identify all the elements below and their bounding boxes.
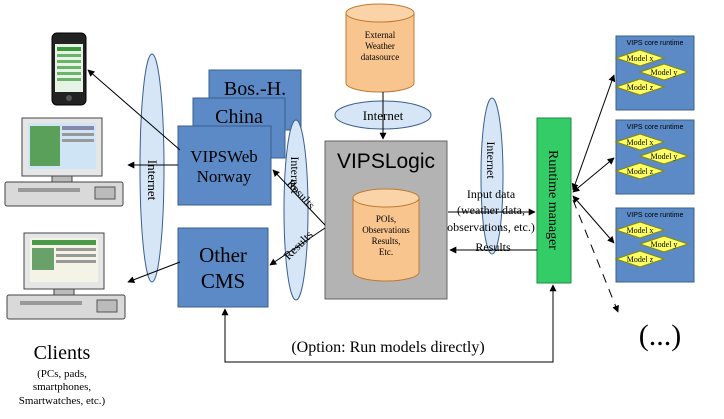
connector-lines: [87, 69, 619, 363]
vipslogic-database-cylinder: [352, 188, 420, 282]
smartphone-icon: [51, 32, 87, 106]
weather-label-line2: Weather: [365, 41, 395, 51]
model-diamond-3-3: [614, 250, 666, 268]
weather-label-line1: External: [365, 30, 396, 40]
vipslogic-db-line3: Results,: [372, 236, 401, 246]
model-label-3-3: Model z: [627, 255, 654, 264]
model-diamond-2-2: [638, 147, 690, 165]
model-label-3-2: Model y: [651, 240, 678, 249]
cms-label-other-line1: Other: [199, 243, 247, 267]
model-diamond-3-1: [614, 221, 666, 239]
vipslogic-title: VIPSLogic: [337, 150, 435, 173]
results-label-right: Results: [475, 240, 511, 254]
desktop-computer-icon-1: [4, 117, 124, 207]
cms-label-china: China: [215, 106, 263, 128]
model-label-2-2: Model y: [651, 152, 678, 161]
internet-cloud-left: [139, 53, 165, 283]
core-runtime-title-1: VIPS core runtime: [627, 40, 684, 47]
model-diamond-2-1: [614, 133, 666, 151]
model-diamond-1-2: [638, 63, 690, 81]
cms-label-bos-h: Bos.-H.: [224, 78, 286, 100]
vipslogic-db-line1: POIs,: [376, 214, 396, 224]
core-runtime-title-2: VIPS core runtime: [627, 124, 684, 131]
clients-subtitle-line-2: smartphones,: [33, 381, 92, 393]
model-label-3-1: Model x: [627, 226, 654, 235]
model-diamond-1-1: [614, 49, 666, 67]
desktop-computer-icon-2: [6, 232, 126, 320]
internet-label-left: Internet: [145, 160, 160, 201]
model-diamond-3-2: [638, 235, 690, 253]
cms-box-other: [177, 227, 269, 308]
clients-subtitle-line-1: (PCs, pads,: [37, 368, 87, 380]
runtime-manager-box: [536, 117, 572, 284]
model-label-1-2: Model y: [651, 68, 678, 77]
vipslogic-db-line4: Etc.: [379, 247, 393, 257]
clients-title: Clients: [34, 342, 91, 364]
model-diamond-1-3: [614, 78, 666, 96]
internet-cloud-right: [480, 97, 504, 255]
internet-cloud-middle: [283, 119, 309, 301]
cms-box-vipsweb: [177, 125, 272, 206]
model-label-2-3: Model z: [627, 167, 654, 176]
weather-datasource-cylinder: [345, 3, 415, 93]
cms-label-other-line2: CMS: [201, 269, 245, 293]
model-label-1-3: Model z: [627, 83, 654, 92]
vipslogic-db-line2: Observations: [362, 225, 410, 235]
cms-label-vipsweb-line2: Norway: [197, 167, 252, 186]
clients-subtitle-line-3: Smartwatches, etc.): [19, 395, 106, 407]
core-runtime-title-3: VIPS core runtime: [627, 212, 684, 219]
input-data-line1: Input data: [467, 187, 516, 201]
input-data-line2: (weather data,: [457, 203, 525, 217]
internet-label-right: Internet: [484, 141, 498, 179]
model-label-2-1: Model x: [627, 138, 654, 147]
model-label-1-1: Model x: [627, 54, 654, 63]
weather-label-line3: datasource: [361, 52, 399, 62]
option-run-models-directly: (Option: Run models directly): [291, 339, 484, 356]
model-diamond-2-3: [614, 162, 666, 180]
input-data-line3: observations, etc.): [447, 220, 535, 234]
more-runtimes-ellipsis: (...): [639, 319, 681, 352]
internet-label-middle: Internet: [288, 156, 302, 194]
cms-label-vipsweb-line1: VIPSWeb: [190, 147, 258, 166]
runtime-manager-label: Runtime manager: [545, 150, 560, 250]
